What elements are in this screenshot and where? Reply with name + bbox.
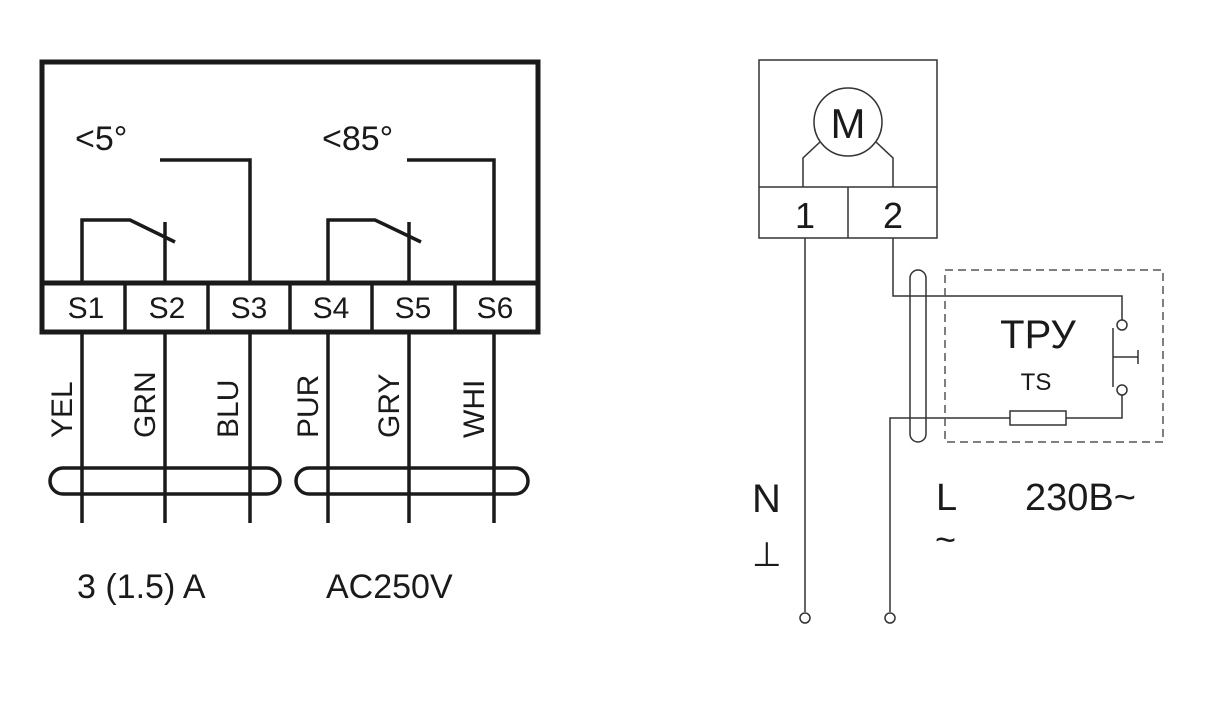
switch-contact-top [1116, 319, 1128, 331]
line-symbol: ~ [935, 519, 956, 560]
controller-box [944, 269, 1164, 443]
motor-terminal-label: 1 [795, 195, 815, 236]
terminal-label: S4 [313, 292, 350, 325]
controller-label: ТРУ [1000, 313, 1076, 357]
controller-sublabel: TS [1021, 369, 1052, 396]
neutral-symbol: ⊥ [752, 536, 782, 574]
rating-current: 3 (1.5) A [77, 568, 206, 606]
line-terminal [884, 612, 896, 624]
terminal-label: S1 [68, 292, 105, 325]
motor-label: M [831, 100, 866, 147]
motor-symbol [813, 87, 883, 157]
terminal-label: S6 [477, 292, 514, 325]
heater-resistor [1009, 410, 1067, 426]
motor-terminal-label: 2 [883, 195, 903, 236]
wire-color-label: GRN [129, 371, 162, 438]
wire-color-label: GRY [373, 374, 406, 438]
wire-color-label: BLU [212, 380, 245, 438]
terminal-label: S5 [395, 292, 432, 325]
threshold-high-label: <85° [322, 120, 393, 158]
rating-voltage: AC250V [326, 568, 453, 606]
neutral-label: N [752, 477, 781, 521]
cable-bundle-1 [48, 466, 282, 496]
terminal-label: S2 [149, 292, 186, 325]
wire-color-label: PUR [292, 375, 325, 438]
cable-grommet [909, 269, 927, 443]
terminal-label: S3 [231, 292, 268, 325]
switch-contact-bottom [1116, 384, 1128, 396]
motor-circuit: M 1 2 ТРУ TS N ⊥ L ~ 230В [752, 59, 1164, 624]
neutral-terminal [799, 612, 811, 624]
supply-voltage: 230В~ [1025, 477, 1136, 519]
wire-color-label: YEL [46, 381, 79, 438]
line-label: L [936, 477, 957, 519]
switch-contact-1 [80, 158, 252, 283]
limit-switch-block: S1 S2 S3 S4 S5 S6 <5° <85° YEL GRN BLU [39, 59, 541, 606]
wire-color-label: WHI [458, 380, 491, 438]
switch-contact-2 [326, 158, 496, 283]
threshold-low-label: <5° [75, 120, 127, 158]
cable-bundle-2 [294, 466, 530, 496]
